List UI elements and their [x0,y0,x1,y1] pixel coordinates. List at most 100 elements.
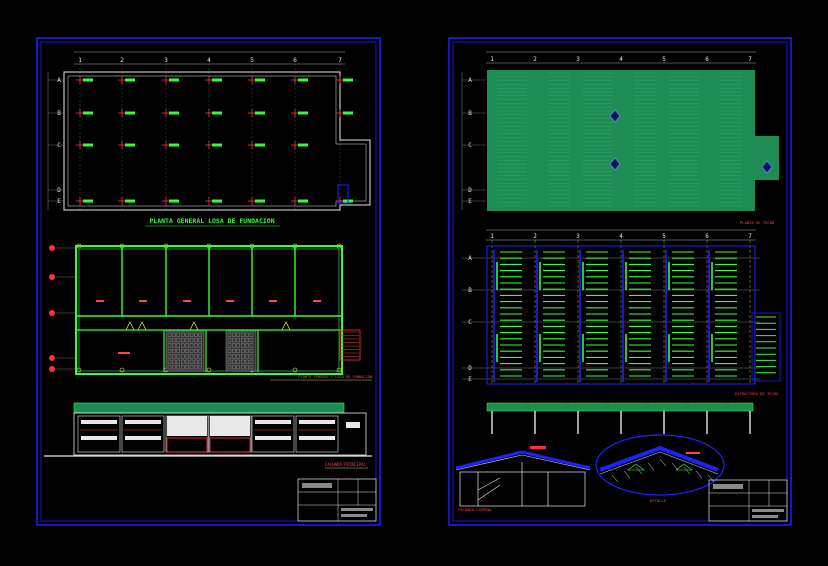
axis-bubble [292,367,298,373]
sheet-1-inner-border [40,41,377,522]
axis-label-3: 3 [576,56,580,63]
axis-label-6: 6 [705,233,709,240]
side-section: FACHADA LATERAL [455,446,591,512]
axis-label-A: A [468,77,472,84]
axis-label-C: C [468,142,472,149]
roof-detail: DETALLE [595,434,725,503]
axis-label-7: 7 [748,56,752,63]
room-label-mark [139,300,147,302]
room-label-mark [313,300,321,302]
stair [339,329,361,361]
room-label-mark [226,300,234,302]
title-block-2 [708,479,788,522]
sheet-2-inner-border [452,41,788,522]
axis-label-D: D [468,187,472,194]
axis-label-4: 4 [207,57,211,64]
axis-label-6: 6 [293,57,297,64]
roof-structure-caption: ESTRUCTURA DE TECHO [735,391,779,396]
axis-label-3: 3 [164,57,168,64]
axis-label-E: E [468,198,472,205]
axis-label-6: 6 [705,56,709,63]
column-marker [248,141,265,149]
column-marker [336,197,353,205]
axis-label-E: E [57,198,61,205]
axis-label-2: 2 [120,57,124,64]
column-marker [291,197,308,205]
axis-bubble [119,367,125,373]
axis-label-D: D [468,365,472,372]
front-elevation: FACHADA PRINCIPAL [44,402,372,469]
column-marker [205,109,222,117]
column-marker [291,76,308,84]
axis-label-4: 4 [619,56,623,63]
elevation-bay [295,415,339,453]
axis-label-7: 7 [748,233,752,240]
axis-label-4: 4 [619,233,623,240]
axis-label-B: B [468,287,472,294]
column-marker [118,197,135,205]
column-marker [162,197,179,205]
column-marker [76,109,93,117]
column-marker [248,197,265,205]
column-marker [336,109,353,117]
elevation-bay [121,415,165,453]
axis-label-5: 5 [662,56,666,63]
title-block-1 [297,478,377,522]
axis-label-2: 2 [533,56,537,63]
elevation-roof [73,402,345,414]
elevation-bay [77,415,121,453]
column-marker [336,76,353,84]
column-marker [248,109,265,117]
elevation-caption: FACHADA PRINCIPAL [325,462,367,467]
column-marker [291,109,308,117]
detail-caption: DETALLE [650,498,667,503]
axis-bubble [206,367,212,373]
axis-label-B: B [57,110,61,117]
column-marker [205,141,222,149]
column-marker [162,76,179,84]
room-label-mark [96,300,104,302]
axis-bubble [49,366,55,372]
axis-label-C: C [57,142,61,149]
column-marker [76,76,93,84]
column-marker [205,76,222,84]
axis-label-A: A [468,255,472,262]
column-marker [76,197,93,205]
floor-plan: PLANTA GENERAL + LOSA DE FUNDACION [49,243,372,381]
column-markers [76,76,353,205]
door-swing [281,321,291,331]
door-swing [137,321,147,331]
section-caption: FACHADA LATERAL [458,507,493,512]
axis-bubble [49,274,55,280]
axis-bubble [49,245,55,251]
column-marker [76,141,93,149]
room-label-mark [118,352,130,354]
axis-label-1: 1 [490,56,494,63]
column-marker [162,141,179,149]
door-swing [189,321,199,331]
truss-elevation [486,402,754,434]
foundation-outline [63,71,371,211]
column-marker [118,76,135,84]
sheet-1-border [36,37,381,526]
door-swing [125,321,135,331]
purlins [493,250,737,382]
axis-label-1: 1 [490,233,494,240]
bathroom-block-right [225,330,257,372]
column-marker [162,109,179,117]
floor-plan-caption: PLANTA GENERAL + LOSA DE FUNDACION [298,375,372,379]
axis-bubble [49,355,55,361]
axis-label-3: 3 [576,233,580,240]
column-marker [118,109,135,117]
axis-label-C: C [468,319,472,326]
column-marker [205,197,222,205]
axis-label-1: 1 [78,57,82,64]
